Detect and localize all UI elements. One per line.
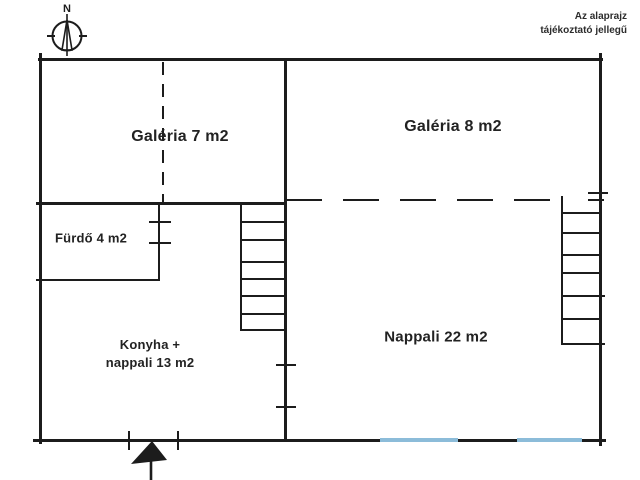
- gallery8-edge-dash-end: [588, 199, 604, 201]
- gallery8-edge-dashed-line: [286, 199, 561, 201]
- stairs-right-tread: [561, 232, 600, 234]
- stairs-left-tread: [240, 329, 286, 331]
- room-label-konyha-line2: nappali 13 m2: [105, 355, 195, 370]
- room-label-galeria7: Galéria 7 m2: [131, 128, 229, 145]
- entrance-door-tick: [177, 431, 179, 450]
- entrance-door-tick: [128, 431, 130, 450]
- stairs-right-tread: [561, 212, 600, 214]
- room-label-furdo: Fürdő 4 m2: [54, 230, 128, 246]
- stairs-right-tread: [561, 254, 600, 256]
- room-label-konyha-nappali: Konyha + nappali 13 m2: [106, 336, 195, 372]
- stairs-left-tread: [240, 313, 284, 315]
- stairs-left-tread: [240, 295, 286, 297]
- window-marker: [380, 438, 458, 442]
- wall-galeria7-bottom: [36, 202, 286, 205]
- stairs-right-tread: [561, 295, 605, 297]
- stairs-left-tread: [240, 221, 286, 223]
- compass-north-label: N: [63, 3, 71, 15]
- room-label-nappali: Nappali 22 m2: [384, 328, 488, 346]
- gallery7-edge-dashed-line: [162, 62, 164, 202]
- disclaimer-note: Az alaprajz tájékoztató jellegű: [540, 10, 627, 37]
- stairs-left-tread: [240, 278, 286, 280]
- stairs-left-tread: [240, 239, 286, 241]
- stairs-right-tread: [561, 318, 600, 320]
- bathroom-door-tick: [149, 221, 171, 223]
- bathroom-door-tick: [149, 242, 171, 244]
- wall-outer-right: [599, 53, 602, 446]
- wall-center-vertical: [284, 58, 287, 441]
- compass-icon: N: [47, 3, 87, 56]
- stairs-left-edge: [240, 203, 242, 331]
- stairs-right-tread: [561, 343, 605, 345]
- stairs-right-edge: [561, 196, 563, 344]
- disclaimer-line1: Az alaprajz: [574, 11, 627, 22]
- nappali-door-tick: [276, 406, 296, 408]
- room-label-galeria8: Galéria 8 m2: [404, 118, 502, 135]
- window-marker: [517, 438, 582, 442]
- entrance-arrow-icon: [131, 441, 167, 480]
- disclaimer-line2: tájékoztató jellegű: [540, 24, 627, 36]
- wall-bathroom-bottom: [36, 279, 160, 281]
- wall-outer-left: [39, 53, 42, 444]
- room-label-konyha-line1: Konyha +: [119, 337, 181, 352]
- wall-outer-top: [38, 58, 603, 61]
- stairs-left-tread: [240, 261, 286, 263]
- stairs-right-tread: [561, 272, 600, 274]
- right-wall-tick: [588, 192, 608, 194]
- nappali-door-tick: [276, 364, 296, 366]
- wall-outer-bottom: [33, 439, 606, 442]
